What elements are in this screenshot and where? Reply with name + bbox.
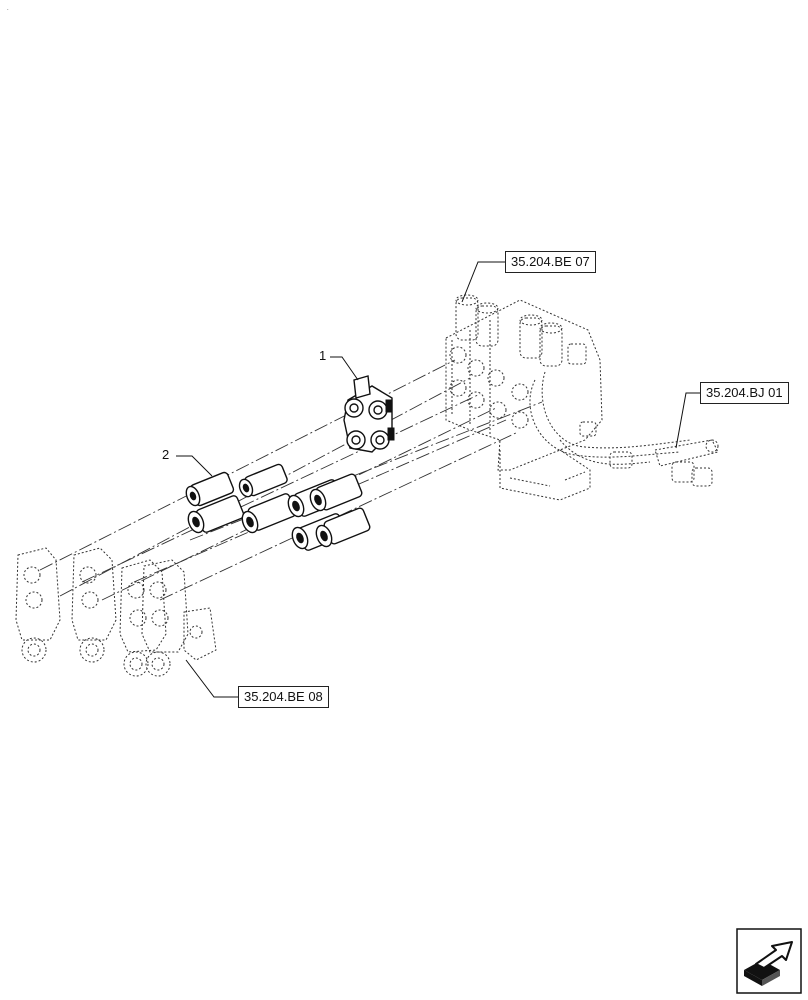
control-valve-assembly (445, 294, 719, 501)
valve-section (141, 559, 189, 677)
coupler (315, 507, 371, 548)
reference-link-right[interactable]: 35.204.BJ 01 (700, 382, 789, 404)
callout-item-1: 1 (319, 348, 327, 363)
leader-lines (176, 261, 700, 698)
solenoid-cylinders (455, 294, 563, 367)
coupler (241, 493, 297, 534)
pipe-assembly (609, 439, 719, 487)
coupler (185, 471, 235, 507)
reference-link-top[interactable]: 35.204.BE 07 (505, 251, 596, 273)
callout-item-2: 2 (162, 447, 170, 462)
corner-mark: . (7, 6, 9, 12)
next-page-arrow-icon[interactable] (736, 928, 802, 994)
coupler (187, 495, 245, 534)
quick-couplers-item-2 (185, 463, 371, 551)
coupler (309, 473, 363, 512)
valve-section (119, 559, 167, 677)
valve-section (71, 547, 117, 663)
valve-section (15, 547, 61, 663)
alignment-center-lines (39, 359, 543, 601)
rear-valve-sections (15, 547, 217, 677)
valve-fitting-item-1 (343, 375, 395, 453)
coupler (238, 463, 288, 498)
reference-link-bottom[interactable]: 35.204.BE 08 (238, 686, 329, 708)
